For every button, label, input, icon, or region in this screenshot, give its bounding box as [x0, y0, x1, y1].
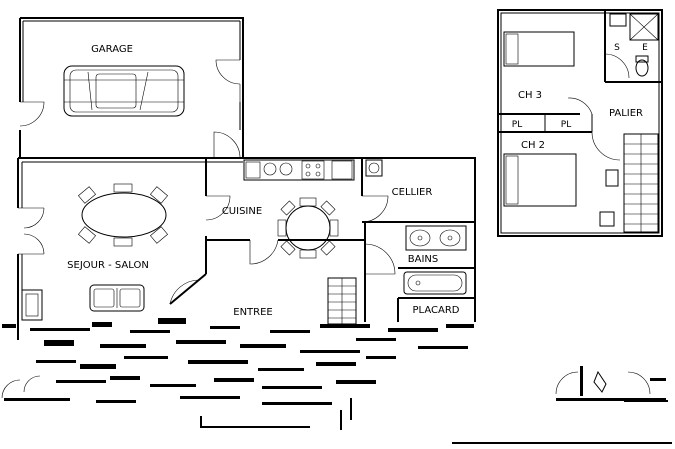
kitchen-counter: [243, 159, 383, 181]
s-label: S: [614, 43, 620, 53]
cuisine-label: CUISINE: [222, 206, 262, 217]
nightstand-icon: [605, 169, 619, 187]
wc-sink-icon: [609, 13, 627, 27]
cabinet-icon: [599, 211, 615, 227]
double-sink-icon: [405, 225, 467, 251]
e-label: E: [642, 43, 648, 53]
staircase-icon: [327, 277, 357, 325]
armchair-icon: [21, 289, 43, 321]
upper-staircase-icon: [623, 133, 659, 233]
bathtub-icon: [403, 271, 467, 295]
garage-label: GARAGE: [91, 44, 133, 55]
palier-label: PALIER: [609, 108, 643, 119]
render-artifact-right: [452, 366, 672, 444]
dining-table: [78, 183, 168, 247]
sofa-icon: [89, 284, 145, 312]
ch2-label: CH 2: [521, 140, 545, 151]
sejour-label: SEJOUR - SALON: [67, 260, 149, 271]
entree-door-swing: [169, 279, 201, 305]
bains-label: BAINS: [408, 254, 438, 265]
pl-left-label: PL: [512, 120, 522, 130]
bed-ch3-icon: [503, 31, 575, 67]
ch3-label: CH 3: [518, 90, 542, 101]
toilet-icon: [635, 59, 649, 77]
placard-label: PLACARD: [413, 305, 460, 316]
pl-right-label: PL: [561, 120, 571, 130]
render-artifact-region: [1, 318, 474, 430]
house-walls: [17, 157, 476, 340]
armchair-seat: [25, 293, 39, 317]
cellier-label: CELLIER: [392, 187, 433, 198]
garage-room: GARAGE: [19, 17, 244, 159]
kitchen-table: [277, 197, 339, 259]
ground-floor-plan: GARAGE: [1, 17, 476, 430]
bed-ch2-icon: [503, 153, 577, 207]
shower-icon: [629, 13, 659, 41]
car-icon: [63, 65, 185, 117]
upper-floor-plan: S E CH 3 PL PL PALIER CH 2: [497, 9, 663, 237]
entree-label: ENTREE: [233, 307, 273, 318]
